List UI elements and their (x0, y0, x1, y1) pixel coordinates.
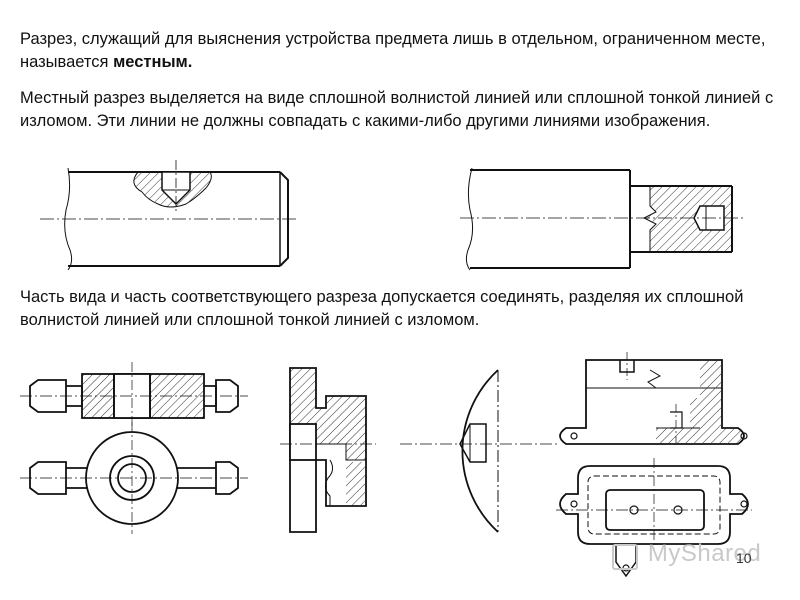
drawing-rod-two-views (20, 362, 248, 534)
page-number: 10 (736, 550, 752, 566)
drawing-housing-two-views (556, 352, 752, 578)
watermark-brand: MyShared (647, 540, 762, 567)
p1-text: Разрез, служащий для выяснения устройств… (20, 30, 766, 71)
drawing-circular-part-view (400, 369, 560, 533)
myshared-logo-icon (612, 544, 638, 570)
paragraph-local-section-definition: Разрез, служащий для выяснения устройств… (20, 28, 790, 74)
drawing-shaft-break-line-section (460, 167, 745, 271)
paragraph-view-and-section: Часть вида и часть соответствующего разр… (20, 288, 744, 329)
p1-term: местным. (113, 53, 193, 71)
drawing-flange-half-section (280, 367, 376, 533)
paragraph-local-section-lines: Местный разрез выделяется на виде сплошн… (20, 89, 774, 130)
drawing-shaft-local-section (40, 160, 298, 271)
